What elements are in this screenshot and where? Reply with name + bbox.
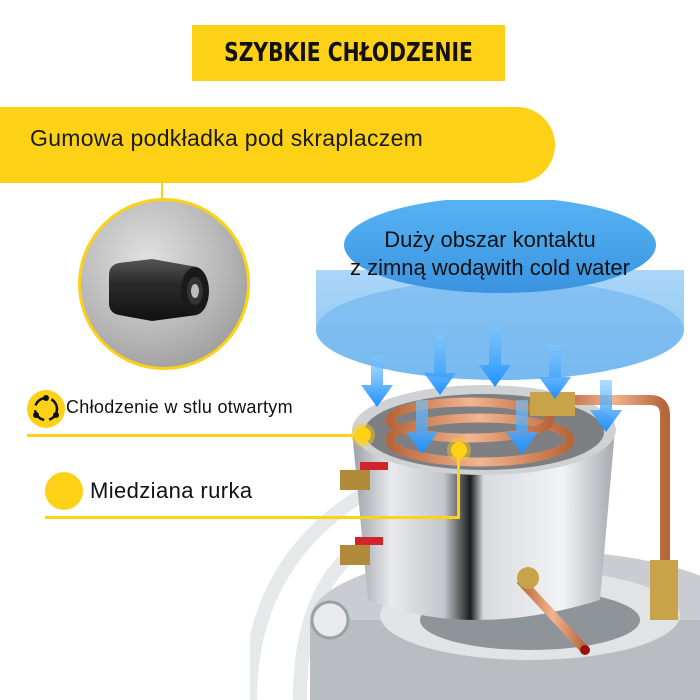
callout-connector-line (161, 183, 163, 203)
annotation-marker-dot (451, 442, 467, 458)
rubber-gasket-icon (109, 259, 209, 321)
water-callout-line2: z zimną wodąwith cold water (349, 255, 630, 280)
water-callout-line1: Duży obszar kontaktu (384, 227, 596, 252)
gasket-detail-image (78, 198, 250, 370)
cycle-icon (27, 390, 65, 428)
title-banner: SZYBKIE CHŁODZENIE (192, 25, 505, 81)
annotation-leader-line-vertical (457, 450, 460, 519)
gasket-callout-label: Gumowa podkładka pod skraplaczem (30, 125, 424, 151)
open-system-cooling-label: Chłodzenie w stlu otwartym (66, 397, 293, 417)
title-text: SZYBKIE CHŁODZENIE (224, 38, 473, 68)
water-contact-callout: Duży obszar kontaktu z zimną wodąwith co… (300, 226, 680, 282)
dot-icon (45, 472, 83, 510)
distiller-product-image (250, 200, 700, 700)
water-flow-arrows (361, 325, 622, 454)
copper-tube-label: Miedziana rurka (90, 478, 253, 503)
annotation-marker-dot (355, 427, 371, 443)
gasket-callout-pill (0, 107, 555, 183)
annotation-leader-line (45, 516, 460, 519)
annotation-leader-line (27, 434, 357, 437)
